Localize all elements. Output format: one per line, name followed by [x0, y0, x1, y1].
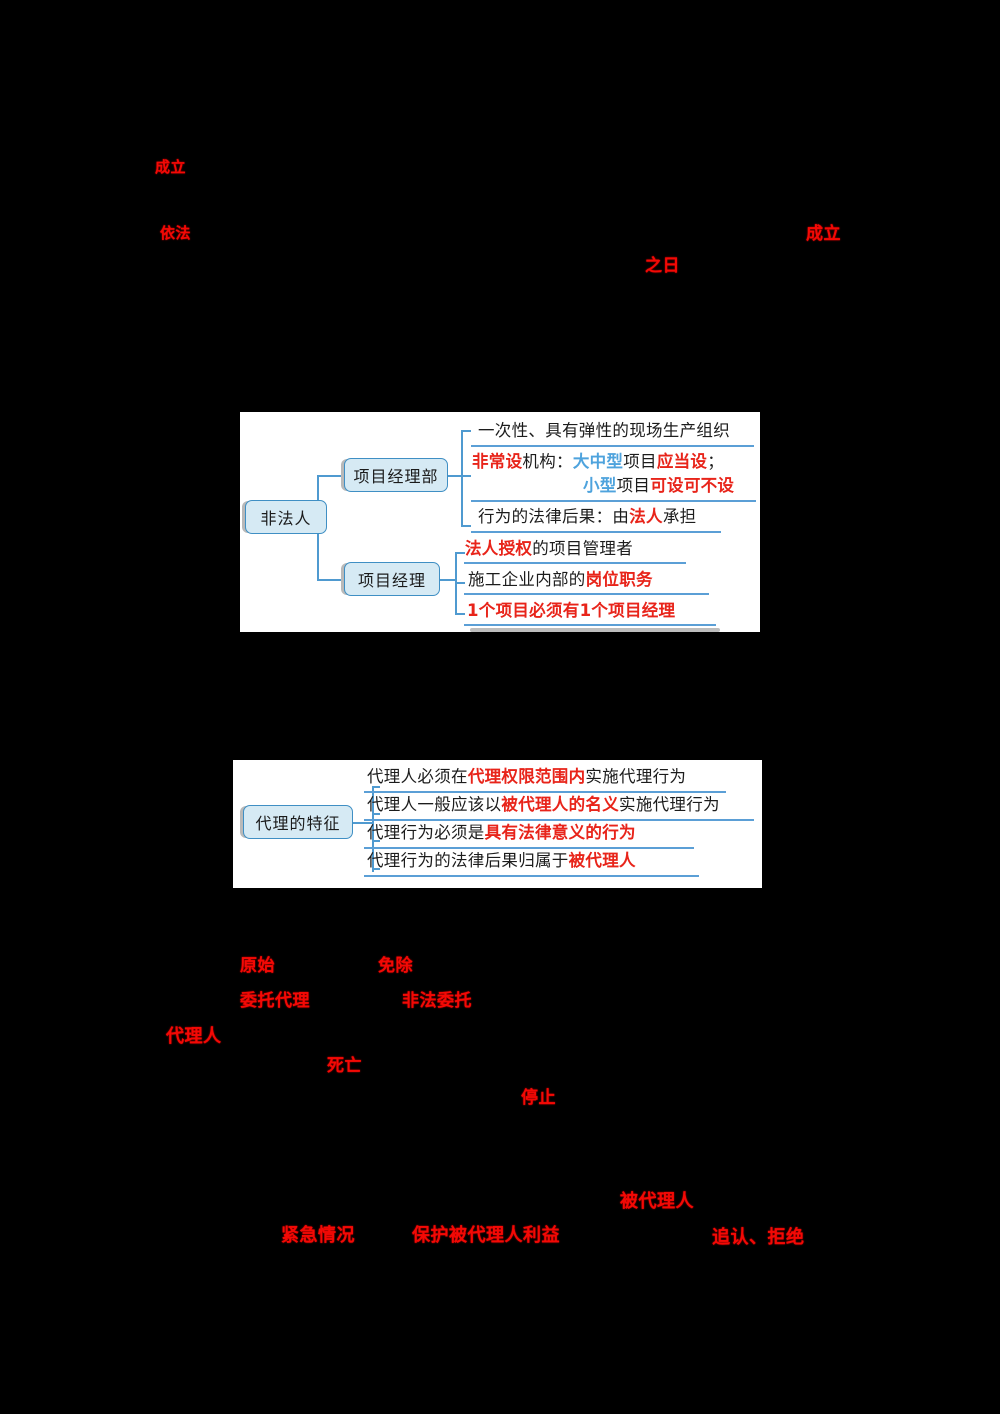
- leaf-segment: 实施代理行为: [585, 767, 687, 786]
- leaf-row: 代理行为的法律后果归属于被代理人: [367, 850, 636, 872]
- leaf-row: 代理行为必须是具有法律意义的行为: [367, 822, 636, 844]
- connector-to-branch-1: [317, 475, 342, 477]
- node-branch-xiangmu-jingli[interactable]: 项目经理: [344, 562, 440, 596]
- leaf-segment: 被代理人的名义: [501, 795, 620, 814]
- connector-spine: [372, 786, 374, 872]
- leaf-underline: [471, 531, 721, 533]
- connector-branch-1-spine: [461, 430, 463, 526]
- annotation-text: 死亡: [327, 1056, 362, 1076]
- leaf-row: 代理人一般应该以被代理人的名义实施代理行为: [367, 794, 720, 816]
- node-branch-xiangmu-jingli-bu[interactable]: 项目经理部: [344, 458, 448, 492]
- leaf-underline: [364, 819, 754, 821]
- leaf-row: 非常设机构：大中型项目应当设；: [472, 451, 724, 473]
- leaf-underline: [464, 593, 709, 595]
- node-label: 代理的特征: [255, 814, 341, 833]
- leaf-segment: 岗位职务: [585, 570, 653, 589]
- leaf-segment: 实施代理行为: [619, 795, 720, 814]
- leaf-segment: 具有法律意义的行为: [484, 823, 636, 842]
- connector-item-1: [372, 786, 380, 788]
- annotation-text: 停止: [521, 1088, 556, 1108]
- leaf-row: 代理人必须在代理权限范围内实施代理行为: [367, 766, 686, 788]
- leaf-row: 小型项目可设可不设: [583, 475, 734, 497]
- leaf-row: 行为的法律后果：由法人承担: [478, 506, 696, 528]
- leaf-underline: [364, 847, 694, 849]
- annotation-text: 依法: [160, 224, 192, 242]
- leaf-row: 施工企业内部的岗位职务: [468, 569, 653, 591]
- connector-branch-2-item-3: [455, 613, 465, 615]
- connector-branch-1-item-3: [461, 525, 471, 527]
- leaf-segment: 的项目管理者: [532, 539, 634, 558]
- leaf-underline: [471, 445, 754, 447]
- connector-branch-1-stem: [443, 475, 461, 477]
- node-label: 非法人: [260, 509, 312, 528]
- annotation-text: 委托代理: [240, 991, 310, 1011]
- annotation-text: 紧急情况: [281, 1225, 355, 1246]
- node-label: 项目经理: [357, 571, 426, 590]
- leaf-segment: 机构：: [522, 452, 573, 471]
- leaf-segment: 被代理人: [568, 851, 636, 870]
- annotation-text: 成立: [155, 158, 187, 176]
- leaf-underline: [364, 875, 699, 877]
- connector-branch-1-item-2: [461, 475, 471, 477]
- connector-branch-2-item-1: [455, 552, 465, 554]
- connector-root-stem: [352, 822, 372, 824]
- node-root-daili-tezheng[interactable]: 代理的特征: [243, 805, 353, 839]
- connector-branch-1-item-1: [461, 430, 471, 432]
- annotation-text: 非法委托: [402, 991, 472, 1011]
- leaf-segment: 代理人必须在: [367, 767, 468, 786]
- panel-bottom-shadow: [470, 628, 720, 632]
- leaf-segment: 项目: [616, 476, 651, 495]
- connector-branch-2-stem: [437, 579, 455, 581]
- leaf-underline: [464, 624, 716, 626]
- leaf-segment: 应当设: [656, 452, 708, 471]
- node-label: 项目经理部: [353, 467, 439, 486]
- annotation-text: 原始: [240, 956, 275, 976]
- diagram-two-panel: 代理的特征 代理人必须在代理权限范围内实施代理行为 代理人一般应该以被代理人的名…: [233, 760, 762, 888]
- connector-to-branch-2: [317, 579, 342, 581]
- leaf-segment: 1个项目必须有1个项目经理: [467, 601, 676, 620]
- annotation-text: 成立: [806, 224, 841, 244]
- annotation-text: 被代理人: [620, 1191, 694, 1212]
- annotation-text: 免除: [378, 956, 413, 976]
- leaf-segment: 代理权限范围内: [467, 767, 586, 786]
- leaf-segment: 代理行为的法律后果归属于: [367, 851, 569, 870]
- connector-item-2: [372, 813, 380, 815]
- leaf-row: 一次性、具有弹性的现场生产组织: [478, 420, 730, 442]
- leaf-segment: 一次性、具有弹性的现场生产组织: [478, 421, 730, 440]
- leaf-underline: [364, 791, 726, 793]
- connector-item-4: [372, 868, 380, 870]
- leaf-segment: 大中型: [572, 452, 624, 471]
- leaf-segment: 可设可不设: [650, 476, 735, 495]
- leaf-segment: 代理行为必须是: [367, 823, 485, 842]
- leaf-row: 1个项目必须有1个项目经理: [467, 600, 675, 622]
- connector-branch-2-item-2: [455, 582, 465, 584]
- annotation-text: 代理人: [166, 1026, 222, 1047]
- leaf-underline: [464, 562, 686, 564]
- leaf-row: 法人授权的项目管理者: [465, 538, 633, 560]
- leaf-segment: 小型: [583, 476, 617, 495]
- annotation-text: 追认、拒绝: [712, 1227, 805, 1248]
- leaf-segment: 行为的法律后果：由: [478, 507, 630, 526]
- leaf-segment: 项目: [623, 452, 657, 471]
- leaf-segment: 施工企业内部的: [468, 570, 586, 589]
- leaf-segment: 非常设: [472, 452, 523, 471]
- diagram-one-panel: 非法人 项目经理部 项目经理 一次性、具有弹性的现场生产组织 非常设机构：大中型…: [240, 412, 760, 632]
- node-root-feifaren[interactable]: 非法人: [245, 500, 327, 534]
- annotation-text: 之日: [645, 256, 680, 276]
- leaf-underline: [471, 500, 756, 502]
- annotation-text: 保护被代理人利益: [412, 1225, 560, 1246]
- leaf-segment: ；: [707, 452, 725, 471]
- leaf-segment: 代理人一般应该以: [367, 795, 502, 814]
- leaf-segment: 承担: [662, 507, 697, 526]
- leaf-segment: 法人: [629, 507, 663, 526]
- connector-item-3: [372, 840, 380, 842]
- leaf-segment: 法人授权: [465, 539, 533, 558]
